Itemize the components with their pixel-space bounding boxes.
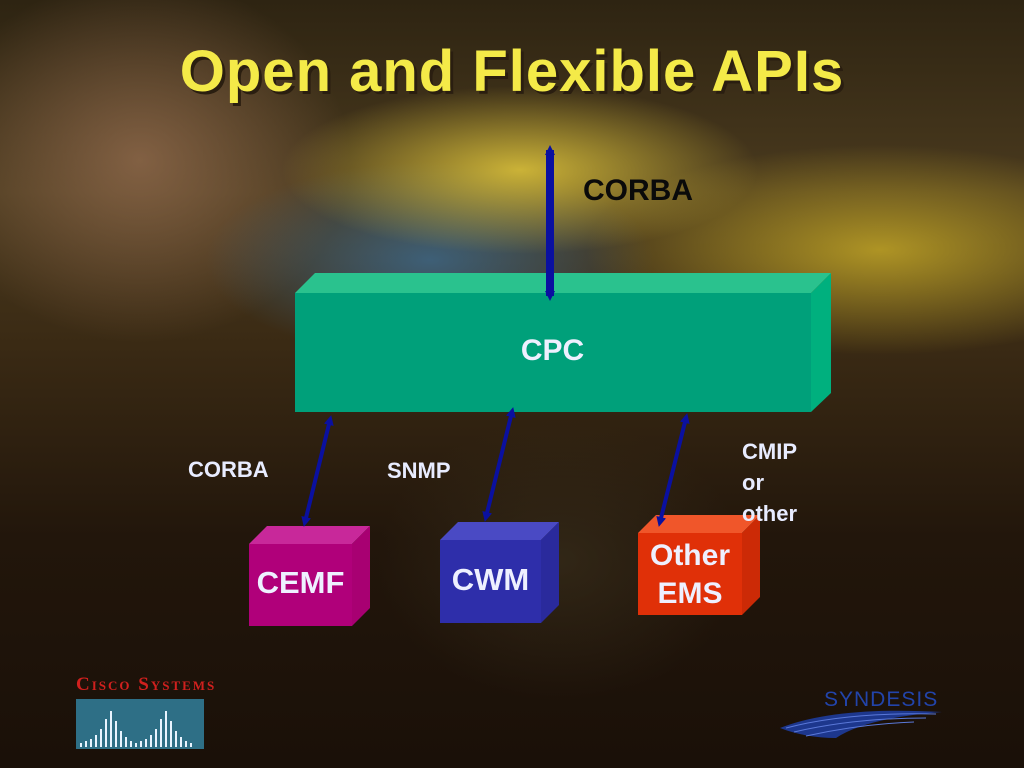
cmip-label: CMIP or other <box>742 436 797 529</box>
other-ems-box <box>638 515 760 615</box>
syndesis-swoosh-icon <box>780 710 942 738</box>
cwm-arrow <box>482 407 516 522</box>
syndesis-logo: SYNDESIS <box>776 688 946 744</box>
cmip-label-line2: or <box>742 470 764 495</box>
other-ems-label: Other EMS <box>638 537 742 613</box>
cisco-bars-icon <box>76 699 204 749</box>
corba-top-label: CORBA <box>583 174 693 207</box>
other-ems-label-line1: Other <box>649 539 730 572</box>
cemf-arrow <box>301 415 334 527</box>
cpc-label: CPC <box>520 334 585 367</box>
snmp-label: SNMP <box>387 458 451 483</box>
cisco-logo-text: Cisco Systems <box>76 674 217 695</box>
ems-arrow <box>656 413 690 527</box>
cmip-label-line3: other <box>742 501 797 526</box>
cpc-box <box>295 273 831 412</box>
cisco-logo: Cisco Systems <box>76 674 217 749</box>
cwm-box <box>440 522 559 623</box>
cemf-box <box>249 526 370 626</box>
cmip-label-line1: CMIP <box>742 439 797 464</box>
slide-title: Open and Flexible APIs <box>179 39 845 104</box>
cwm-label: CWM <box>451 562 530 597</box>
corba-cemf-label: CORBA <box>188 457 269 482</box>
syndesis-logo-text: SYNDESIS <box>824 688 939 711</box>
cemf-label: CEMF <box>256 565 345 600</box>
other-ems-label-line2: EMS <box>657 577 723 610</box>
